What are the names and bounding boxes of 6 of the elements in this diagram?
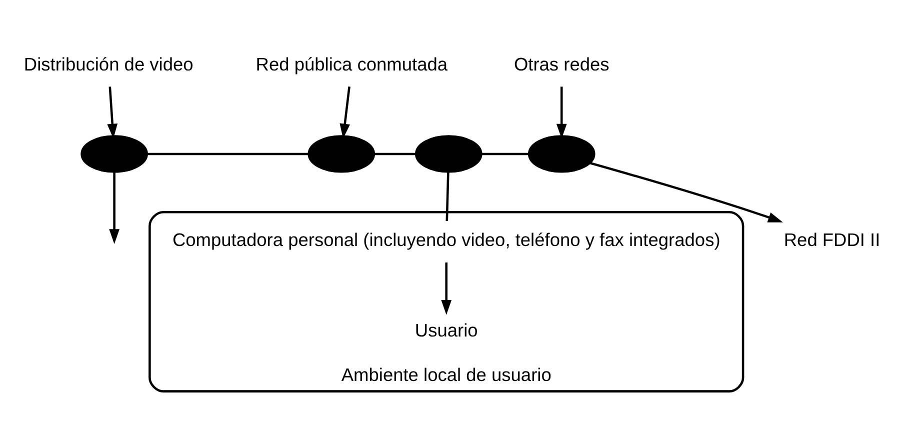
node-text: Computadora personal (incluyendo video, teléfono y fax integrados) (172, 228, 720, 250)
node-text: Otras redes (514, 52, 610, 74)
node-text: Red pública conmutada (256, 52, 448, 74)
node-text: Distribución de video (24, 52, 194, 74)
node-text: Usuario (414, 318, 478, 340)
node-text: Red FDDI II (784, 228, 880, 250)
